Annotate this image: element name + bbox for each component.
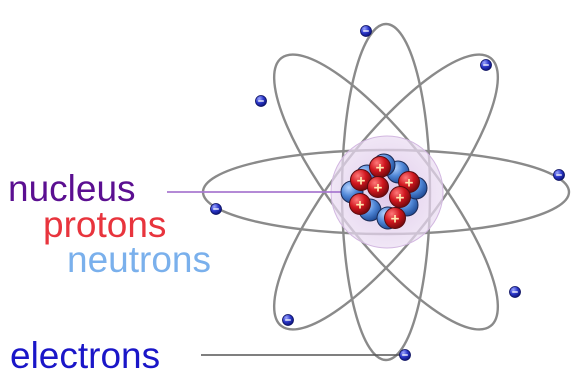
electron [480, 59, 492, 71]
electron [255, 95, 267, 107]
nucleus-label: nucleus [8, 168, 136, 209]
electrons-label: electrons [10, 335, 160, 376]
neutrons-label: neutrons [67, 239, 211, 280]
proton-plus-sign: + [356, 197, 365, 214]
electron [282, 314, 294, 326]
proton: + [389, 186, 411, 208]
proton-plus-sign: + [405, 175, 414, 192]
electron [210, 203, 222, 215]
electron [399, 349, 411, 361]
proton: + [384, 207, 406, 229]
proton: + [369, 156, 391, 178]
proton-plus-sign: + [376, 160, 385, 177]
proton-plus-sign: + [374, 180, 383, 197]
proton-plus-sign: + [391, 211, 400, 228]
proton-plus-sign: + [396, 190, 405, 207]
proton: + [367, 176, 389, 198]
nucleus: +++++++ [340, 153, 428, 230]
proton-plus-sign: + [357, 173, 366, 190]
electrons-group [210, 25, 565, 361]
proton: + [349, 193, 371, 215]
electron [509, 286, 521, 298]
electron [553, 169, 565, 181]
electron [360, 25, 372, 37]
protons-label: protons [43, 204, 166, 245]
